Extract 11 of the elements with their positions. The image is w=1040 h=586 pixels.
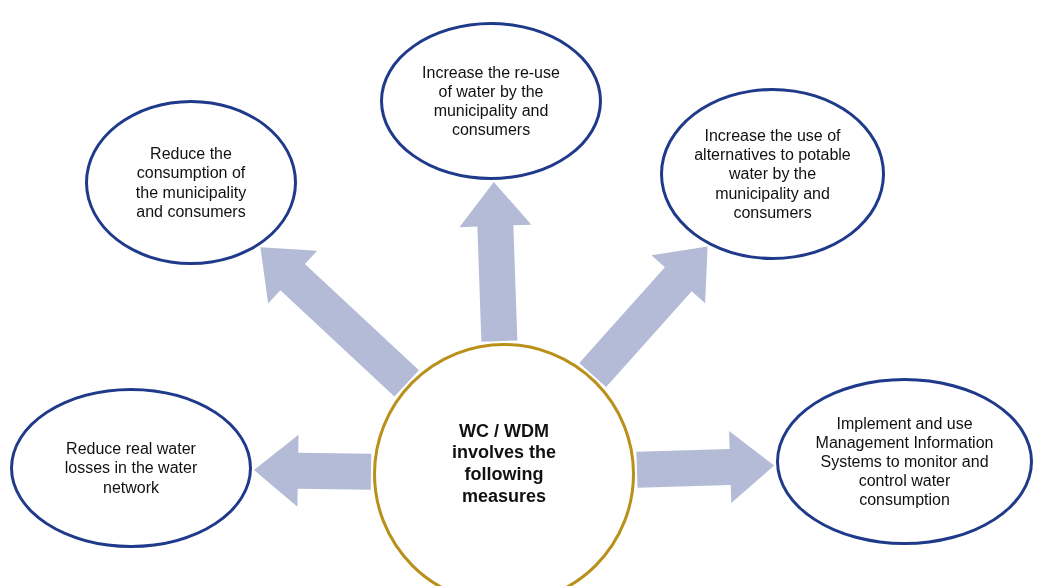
block-arrow (459, 181, 532, 342)
block-arrow (579, 246, 708, 387)
node-text: Implement and use Management Information Systems to monitor and control water consumption (815, 413, 994, 510)
node-text: Reduce real water losses in the water network (63, 439, 199, 497)
node-text: Reduce the consumption of the municipality and consumers (134, 144, 248, 221)
node-text: WC / WDM involves the following measures (450, 420, 557, 508)
block-arrow (260, 247, 419, 397)
block-arrow (636, 430, 775, 503)
node-text: Increase the use of alternatives to potable water by the municipality and consumers (693, 126, 852, 222)
node-text: Increase the re-use of water by the municipality and consumers (421, 62, 561, 140)
block-arrow (253, 434, 372, 507)
